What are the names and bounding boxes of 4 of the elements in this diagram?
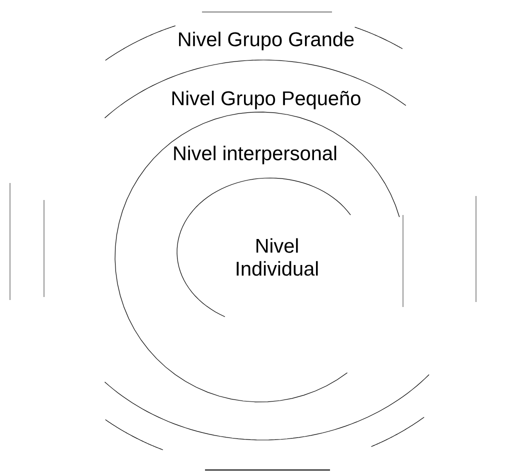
level-label: Nivel Grupo Grande (179, 32, 354, 50)
level-label: Nivel Grupo Pequeño (172, 90, 360, 110)
level-label: Nivel Individual (236, 238, 318, 276)
level-label: Nivel interpersonal (174, 146, 336, 164)
